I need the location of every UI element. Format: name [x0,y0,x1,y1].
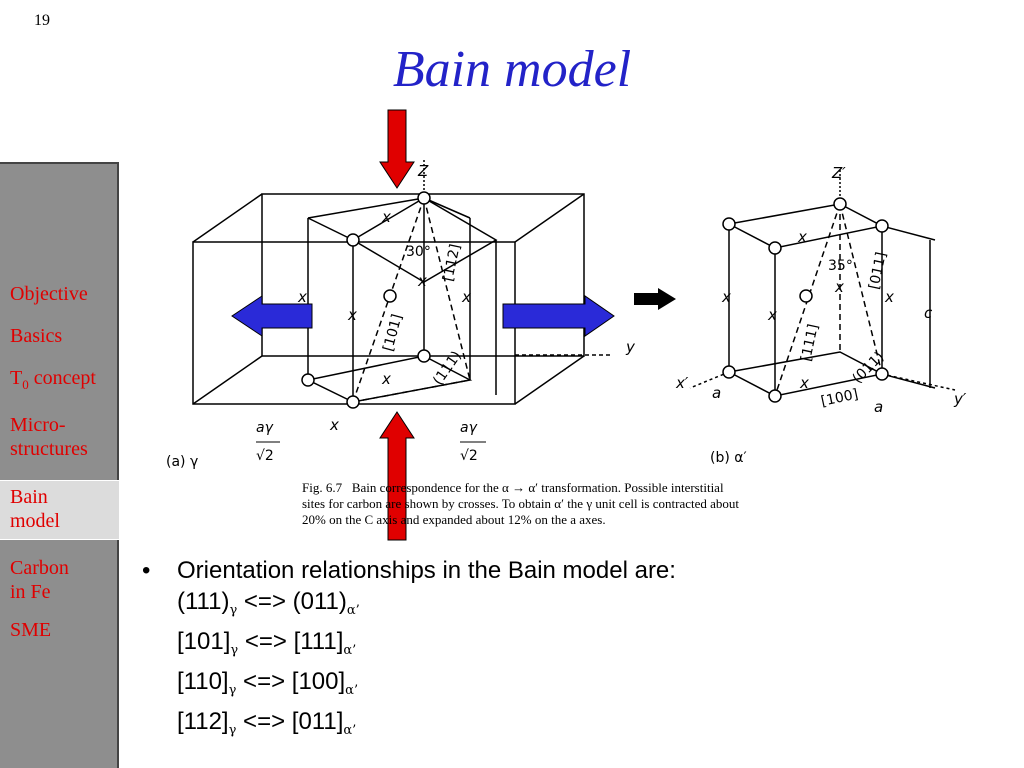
cell-b [689,170,956,397]
label-dir-111: [111] [798,323,821,363]
relation-row-1: (111)γ <=> (011)α’ [142,586,842,626]
sidebar-item-t0-concept[interactable]: T0 concept [0,366,119,397]
label-x-prime: x′ [675,374,689,392]
slide-title: Bain model [392,41,632,98]
relation-gamma: [110] [177,668,229,695]
sidebar-item-basics[interactable]: Basics [10,325,63,347]
relation-arrow: <=> [237,588,293,615]
relation-alpha: [100] [291,668,346,695]
slide-number: 19 [34,12,50,29]
label-a-gamma-2: aγ [460,420,478,436]
label-dir-100: [100] [820,386,860,409]
transform-arrow [634,288,676,310]
subscript-gamma: γ [228,683,237,698]
label-dir-011: [011] [866,251,889,291]
relation-row-2: [101]γ <=> [111]α’ [142,626,842,666]
cell-b-atoms [722,197,889,403]
sidebar-item-carbon-in-fe[interactable]: Carbon in Fe [0,556,119,604]
label-x-b6: x [799,374,809,392]
relation-alpha: [111] [293,628,344,655]
label-x-b1: x [721,288,731,306]
subscript-gamma: γ [229,603,238,618]
label-part-b: (b) α′ [710,450,747,466]
relation-arrow: <=> [236,668,292,695]
sidebar-item-bain-label: Bain [10,486,48,508]
relation-row-3: [110]γ <=> [100]α’ [142,666,842,706]
subscript-alpha: α’ [343,643,357,658]
label-angle-35: 35° [828,258,853,274]
label-x-1: x [297,288,307,306]
label-z-prime: Z′ [831,164,846,182]
relation-row-4: [112]γ <=> [011]α’ [142,706,842,746]
label-x-b4: x [884,288,894,306]
relation-alpha: [011] [291,708,344,735]
label-y-prime: y′ [953,390,967,408]
subscript-alpha: α’ [346,603,360,618]
sidebar-item-t0-rest: concept [28,367,96,389]
sidebar-item-microstructures[interactable]: Micro- structures [0,413,119,461]
label-x-3: x [381,208,391,226]
label-c: c [924,304,933,322]
caption-fig-label: Fig. 6.7 [302,480,343,495]
sidebar-section-lower: Carbon in Fe SME [0,556,119,642]
relation-arrow: <=> [236,708,292,735]
label-x-b2: x [767,306,777,324]
label-y: y [625,338,636,356]
compression-arrow-bottom [379,411,415,541]
subscript-gamma: γ [230,643,239,658]
relation-gamma: [112] [177,708,229,735]
caption-text-1: Bain correspondence for the α → α′ trans… [351,480,724,495]
label-x-6: x [381,370,391,388]
label-x-5: x [417,272,427,290]
relation-gamma: [101] [177,628,231,655]
label-a-2: a [874,398,883,416]
caption-line-2: sites for carbon are shown by crosses. T… [302,496,739,511]
sidebar-item-bain-model[interactable]: Bain model [0,480,119,540]
sidebar-section-main: Objective Basics T0 concept Micro- struc… [0,282,119,461]
sidebar-item-carbon-label: Carbon [10,557,69,579]
sidebar-item-micro-label: Micro- [10,414,66,436]
bullet-item: • Orientation relationships in the Bain … [142,555,842,586]
sidebar-nav: Objective Basics T0 concept Micro- struc… [0,162,119,768]
sidebar-item-objective[interactable]: Objective [10,283,88,305]
label-x-b5: x [834,278,844,296]
subscript-gamma: γ [228,723,237,738]
subscript-alpha: α’ [343,723,357,738]
expansion-arrow-left [231,295,313,337]
expansion-arrow-right [502,295,615,337]
compression-arrow-top [379,109,415,189]
relation-arrow: <=> [238,628,294,655]
sidebar-item-t0-sub: 0 [22,377,29,392]
sidebar-item-sme[interactable]: SME [10,619,52,641]
sidebar-item-model-label: model [10,510,60,532]
label-x-b3: x [797,228,807,246]
sidebar-item-infe-label: in Fe [10,581,51,603]
label-x-2: x [347,306,357,324]
label-x-7: x [329,416,339,434]
bullet-dot: • [142,557,151,584]
figure-caption: Fig. 6.7 Bain correspondence for the α →… [302,480,842,528]
label-dir-101: [101] [380,313,405,354]
sidebar-item-t0-main: T [10,367,23,389]
cell-a-atoms [301,191,431,409]
relation-gamma: (111) [177,588,230,615]
subscript-alpha: α’ [345,683,359,698]
label-part-a: (a) γ [166,454,198,470]
label-x-4: x [461,288,471,306]
label-dir-112: [112] [440,243,463,283]
label-sqrt2-1: √2 [256,448,274,464]
label-a-1: a [712,384,721,402]
bullet-lead-text: Orientation relationships in the Bain mo… [177,557,676,584]
cell-a [192,160,610,405]
bullet-list: • Orientation relationships in the Bain … [142,555,842,746]
label-a-gamma-1: aγ [256,420,274,436]
sidebar-item-structures-label: structures [10,438,88,460]
relation-alpha: (011) [292,588,347,615]
label-angle-30: 30° [406,244,431,260]
label-z: Z [417,162,429,180]
caption-line-3: 20% on the C axis and expanded about 12%… [302,512,606,527]
label-sqrt2-2: √2 [460,448,478,464]
caption-line-1: Fig. 6.7 Bain correspondence for the α →… [302,480,842,496]
